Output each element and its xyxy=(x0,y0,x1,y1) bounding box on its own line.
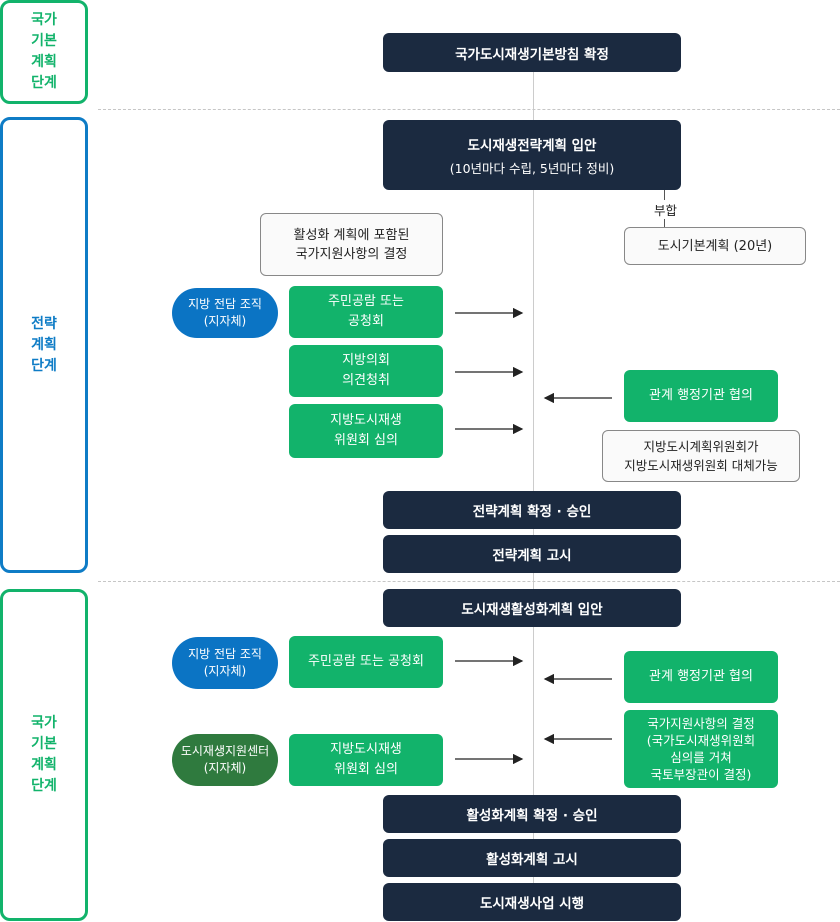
local-council-box: 지방의회 의견청취 xyxy=(289,345,443,397)
strategy-plan-box: 도시재생전략계획 입안 (10년마다 수립, 5년마다 정비) xyxy=(383,120,681,190)
stage-national-top: 국가 기본 계획 단계 xyxy=(0,0,88,104)
public-hearing-box-2: 주민공람 또는 공청회 xyxy=(289,636,443,688)
section-divider-2 xyxy=(98,581,840,582)
stage-strategy: 전략 계획 단계 xyxy=(0,117,88,573)
public-hearing-box: 주민공람 또는 공청회 xyxy=(289,286,443,338)
center-flow-line xyxy=(533,40,534,920)
agency-consult-box-2: 관계 행정기관 협의 xyxy=(624,651,778,703)
national-decision-box: 국가지원사항의 결정 (국가도시재생위원회 심의를 거쳐 국토부장관이 결정) xyxy=(624,710,778,788)
basic-plan-box: 도시기본계획 (20년) xyxy=(624,227,806,265)
stage-national-bottom: 국가 기본 계획 단계 xyxy=(0,589,88,921)
local-org-pill-2: 지방 전담 조직 (지자체) xyxy=(172,637,278,689)
strategy-confirm-box: 전략계획 확정 · 승인 xyxy=(383,491,681,529)
conform-label: 부합 xyxy=(651,200,681,219)
section-divider-1 xyxy=(98,109,840,110)
revitalization-notice-box: 활성화계획 고시 xyxy=(383,839,681,877)
local-org-pill: 지방 전담 조직 (지자체) xyxy=(172,288,278,338)
agency-consult-box: 관계 행정기관 협의 xyxy=(624,370,778,422)
revitalization-decision-box: 활성화 계획에 포함된 국가지원사항의 결정 xyxy=(260,213,443,276)
project-execution-box: 도시재생사업 시행 xyxy=(383,883,681,921)
local-committee-box-2: 지방도시재생 위원회 심의 xyxy=(289,734,443,786)
strategy-plan-title: 도시재생전략계획 입안 xyxy=(467,137,597,154)
revitalization-confirm-box: 활성화계획 확정 · 승인 xyxy=(383,795,681,833)
strategy-notice-box: 전략계획 고시 xyxy=(383,535,681,573)
strategy-plan-sub: (10년마다 수립, 5년마다 정비) xyxy=(449,160,615,176)
substitute-note-box: 지방도시계획위원회가 지방도시재생위원회 대체가능 xyxy=(602,430,800,482)
revitalization-plan-box: 도시재생활성화계획 입안 xyxy=(383,589,681,627)
local-committee-box: 지방도시재생 위원회 심의 xyxy=(289,404,443,458)
confirm-policy-box: 국가도시재생기본방침 확정 xyxy=(383,33,681,72)
support-center-pill: 도시재생지원센터 (지자체) xyxy=(172,734,278,786)
